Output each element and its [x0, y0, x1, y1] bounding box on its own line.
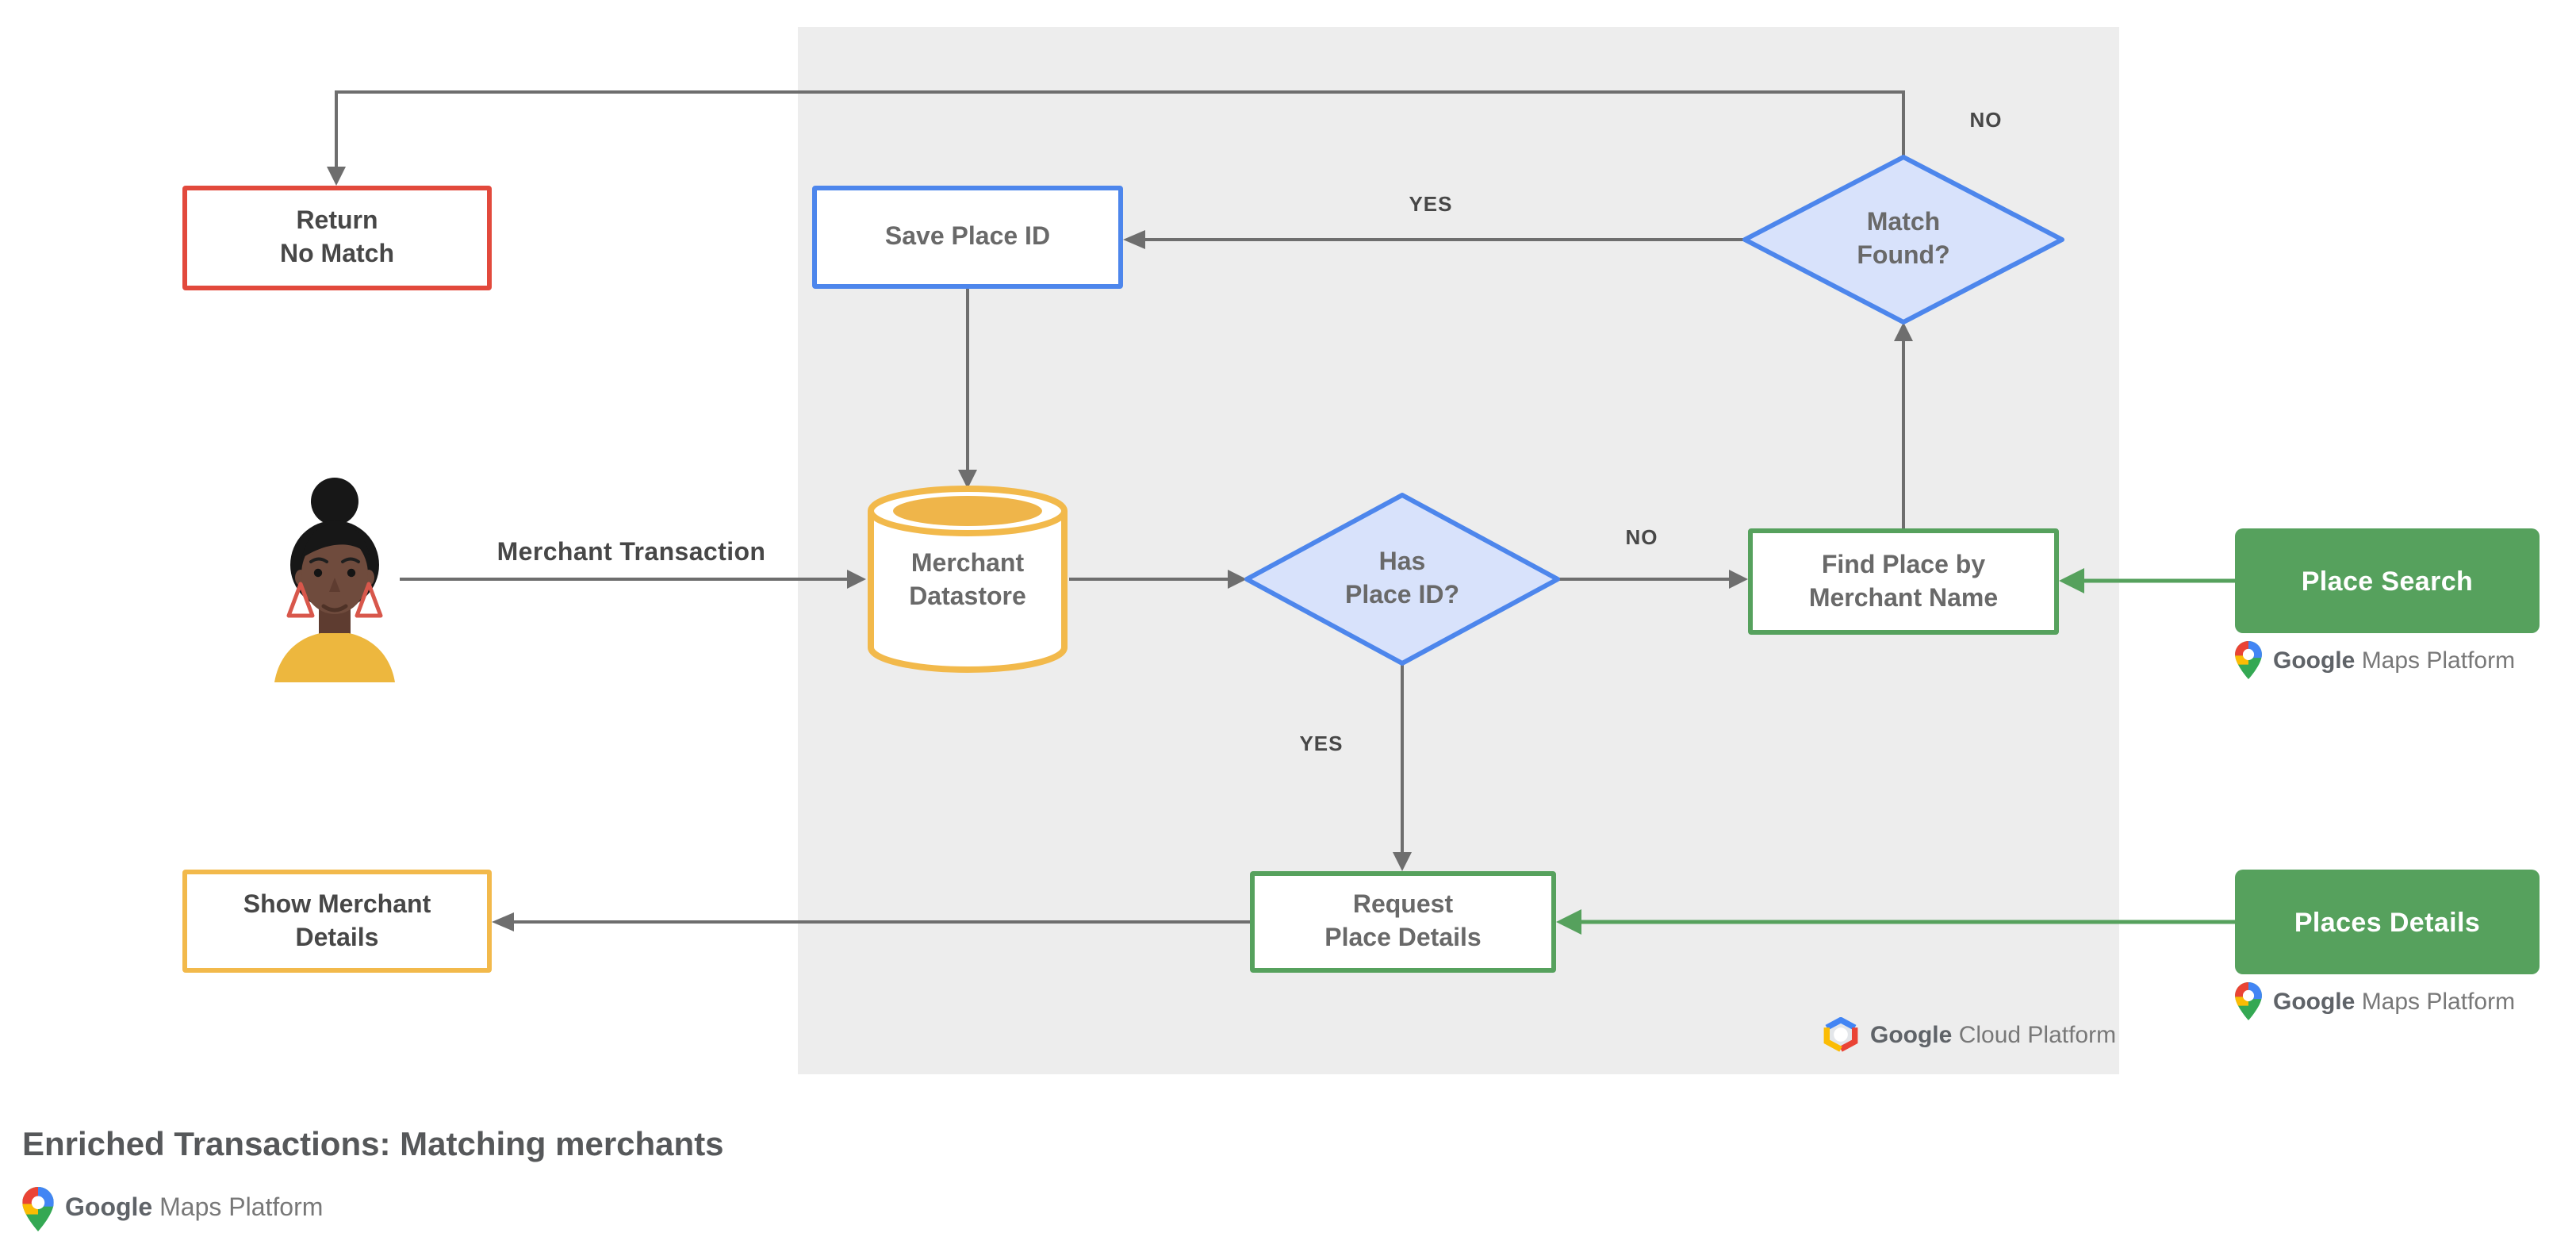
arrowhead-green-into-find-place: [2059, 568, 2084, 593]
google-cloud-hexagon-icon: [1823, 1017, 1858, 1052]
avatar-hair-fringe: [301, 524, 370, 559]
place-search-api-node: Place Search: [2235, 528, 2540, 633]
save-place-id-node: Save Place ID: [812, 186, 1123, 289]
return-no-match-node: Return No Match: [182, 186, 492, 290]
gmp-logo-footer: Google Maps Platform: [22, 1187, 323, 1231]
avatar-eyebrow-right: [341, 557, 360, 563]
avatar-eyebrow-left: [309, 557, 328, 563]
gmp-logo-text: Google Maps Platform: [2273, 647, 2516, 674]
match-found-yes-label: YES: [1409, 192, 1453, 216]
google-maps-pin-icon: [2235, 641, 2262, 679]
avatar-hair-bun: [311, 478, 358, 525]
arrowhead-green-into-request: [1556, 909, 1581, 935]
avatar-mouth: [321, 604, 348, 613]
diagram-title: Enriched Transactions: Matching merchant…: [22, 1127, 724, 1163]
has-place-id-label: Has Place ID?: [1344, 549, 1460, 609]
cylinder-top-inner: [893, 496, 1042, 526]
gmp-logo-place-search: Google Maps Platform: [2235, 641, 2515, 679]
avatar-earring-left: [286, 582, 315, 618]
request-place-details-node: Request Place Details: [1250, 871, 1556, 973]
merchant-datastore-cylinder: [868, 486, 1068, 673]
gmp-logo-text: Google Maps Platform: [2273, 988, 2516, 1015]
arrowhead-into-match-found: [1894, 322, 1913, 341]
match-found-label: Match Found?: [1857, 209, 1950, 270]
google-maps-pin-icon: [22, 1187, 54, 1231]
arrowhead-into-find-place: [1729, 570, 1748, 589]
gmp-logo-text: Google Maps Platform: [65, 1195, 324, 1222]
arrowhead-into-datastore-left: [847, 570, 866, 589]
gmp-logo-places-details: Google Maps Platform: [2235, 982, 2515, 1020]
has-place-id-yes-label: YES: [1299, 732, 1344, 755]
gcp-logo-text: Google Cloud Platform: [1870, 1021, 2117, 1048]
has-place-id-no-label: NO: [1625, 525, 1658, 549]
arrowhead-into-save-place-id: [1123, 230, 1145, 249]
cylinder-body: [868, 511, 1068, 673]
gcp-logo: Google Cloud Platform: [1823, 1017, 2116, 1052]
find-place-by-merchant-name-node: Find Place by Merchant Name: [1748, 528, 2059, 635]
google-maps-pin-icon: [2235, 982, 2262, 1020]
show-merchant-details-node: Show Merchant Details: [182, 870, 492, 973]
arrowhead-into-show-details: [492, 912, 514, 931]
avatar-earring-right: [355, 582, 383, 618]
has-place-id-diamond: [1244, 493, 1560, 666]
avatar-nose: [329, 578, 340, 592]
edge-match-found-no: [335, 90, 1905, 167]
arrowhead-into-return-no-match: [327, 167, 346, 186]
places-details-api-node: Places Details: [2235, 870, 2540, 974]
merchant-datastore-label: Merchant Datastore: [909, 551, 1026, 611]
arrowhead-into-has-place-id: [1228, 570, 1247, 589]
avatar-eye-left: [313, 568, 323, 578]
avatar-shirt: [274, 633, 395, 682]
arrowhead-into-request-details: [1393, 852, 1412, 871]
merchant-transaction-label: Merchant Transaction: [496, 540, 766, 566]
user-avatar: [274, 478, 395, 682]
match-found-no-label: NO: [1969, 108, 2003, 132]
avatar-face: [301, 535, 368, 614]
arrowhead-into-datastore: [958, 470, 977, 489]
avatar-eye-right: [347, 568, 356, 578]
match-found-diamond: [1742, 155, 2064, 325]
